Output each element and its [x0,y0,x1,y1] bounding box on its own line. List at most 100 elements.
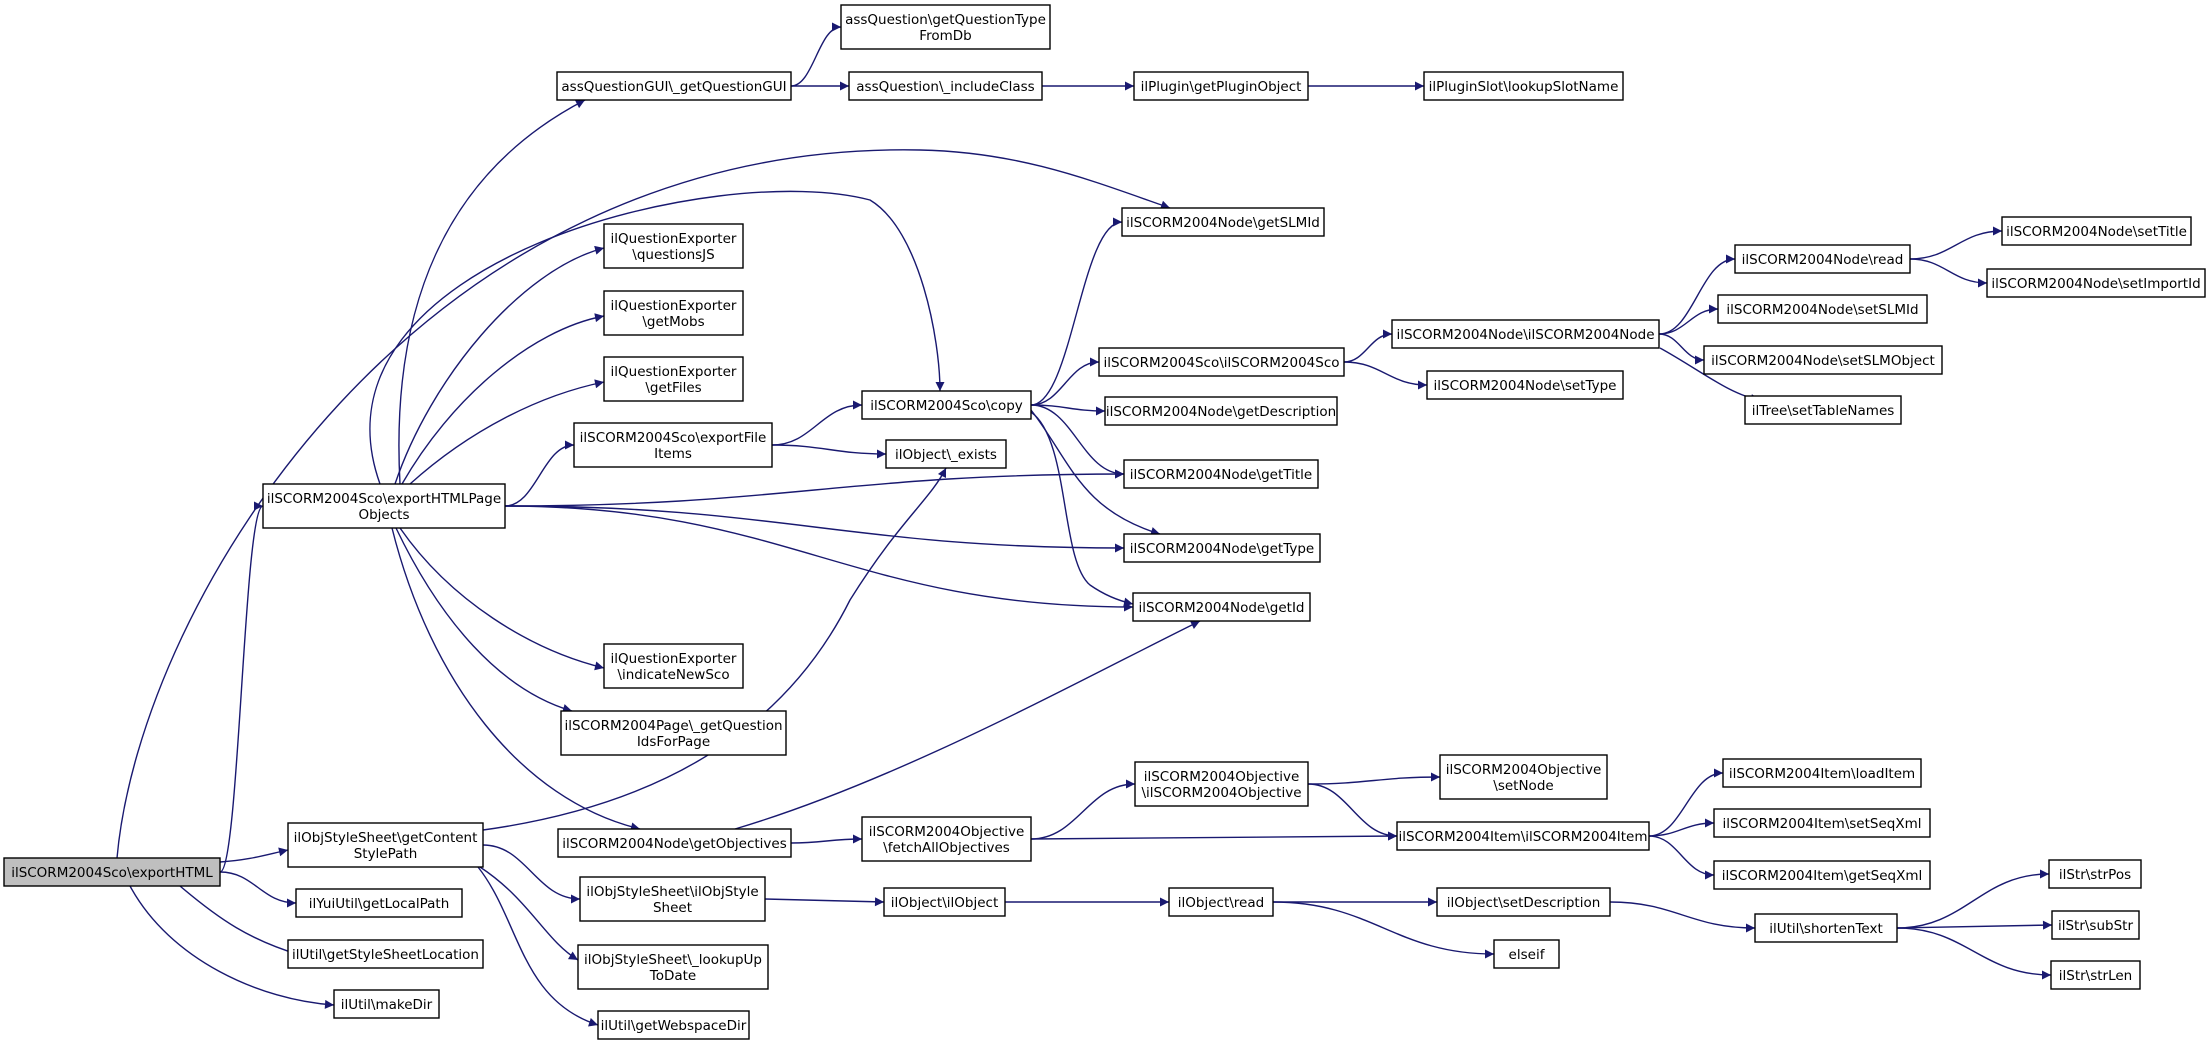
node-nodeGetId[interactable]: ilSCORM2004Node\getId [1132,592,1311,622]
edge-utilShortenText-to-strStrPos [1896,869,2050,929]
edge-scoCopy-to-nodeGetDescription [1030,404,1106,416]
node-label: ilSCORM2004Node\getDescription [1106,404,1336,420]
node-box [861,390,1032,420]
node-root[interactable]: ilSCORM2004Sco\exportHTML [3,857,221,887]
node-box [1717,294,1928,324]
node-box [1423,71,1624,101]
edge-expHTMLPageObjects-to-qeQuestionsJS [394,245,605,485]
edge-itemConstruct-to-itemLoadItem [1648,768,1724,837]
node-strStrPos[interactable]: ilStr\strPos [2048,859,2142,889]
edge-objectRead-to-elseif [1272,901,1495,959]
node-scoConstruct[interactable]: ilSCORM2004Sco\ilSCORM2004Sco [1098,347,1345,377]
node-nodeSetSLMId[interactable]: ilSCORM2004Node\setSLMId [1717,294,1928,324]
node-label: ilSCORM2004Sco\exportHTMLPage [267,491,501,507]
edge-nodeConstruct-to-nodeRead [1658,254,1736,335]
node-aqIncludeClass[interactable]: assQuestion\_includeClass [848,71,1043,101]
node-label: \fetchAllObjectives [883,840,1010,856]
node-label: assQuestion\getQuestionType [845,12,1046,28]
node-nodeSetSLMObject[interactable]: ilSCORM2004Node\setSLMObject [1703,345,1943,375]
node-qeQuestionsJS[interactable]: ilQuestionExporter\questionsJS [603,223,744,269]
node-label: \setNode [1493,778,1553,794]
node-objectRead[interactable]: ilObject\read [1168,887,1274,917]
node-box [1722,758,1922,788]
edge-expHTMLPageObjects-to-scoExportFileItems [504,440,575,507]
node-box [885,439,1007,469]
node-nodeGetType[interactable]: ilSCORM2004Node\getType [1123,533,1321,563]
node-nodeSetType[interactable]: ilSCORM2004Node\setType [1426,370,1624,400]
node-objFetchAllObjectives[interactable]: ilSCORM2004Objective\fetchAllObjectives [861,816,1032,862]
node-objectSetDescription[interactable]: ilObject\setDescription [1436,887,1611,917]
node-elseif[interactable]: elseif [1493,939,1560,969]
node-box [1493,939,1560,969]
node-box [848,71,1043,101]
node-label: ilQuestionExporter [611,364,737,380]
node-label: assQuestion\_includeClass [856,79,1034,95]
node-itemConstruct[interactable]: ilSCORM2004Item\ilSCORM2004Item [1396,821,1650,851]
node-getStyleSheetLocation[interactable]: ilUtil\getStyleSheetLocation [287,939,484,969]
node-strStrLen[interactable]: ilStr\strLen [2050,960,2141,990]
node-label: ilSCORM2004Item\getSeqXml [1722,868,1923,884]
node-nodeSetTitle[interactable]: ilSCORM2004Node\setTitle [2001,216,2192,246]
node-box [1134,761,1309,807]
node-box [1123,533,1321,563]
node-label: assQuestionGUI\_getQuestionGUI [561,79,786,95]
node-nodeGetTitle[interactable]: ilSCORM2004Node\getTitle [1123,459,1319,489]
node-nodeConstruct[interactable]: ilSCORM2004Node\ilSCORM2004Node [1391,319,1660,349]
node-label: ilObject\read [1178,895,1264,911]
node-box [2050,960,2141,990]
edge-getContentStylePath-to-objExists [482,467,947,831]
node-strSubStr[interactable]: ilStr\subStr [2051,910,2140,940]
edge-expHTMLPageObjects-to-qeGetFiles [409,379,605,485]
node-label: ilSCORM2004Sco\exportFile [580,430,767,446]
node-makeDir[interactable]: ilUtil\makeDir [333,989,440,1019]
node-objectiveSetNode[interactable]: ilSCORM2004Objective\setNode [1439,754,1608,800]
node-qeIndicateNewSco[interactable]: ilQuestionExporter\indicateNewSco [603,643,744,689]
node-utilShortenText[interactable]: ilUtil\shortenText [1754,913,1898,943]
node-nodeRead[interactable]: ilSCORM2004Node\read [1734,244,1911,274]
node-label: ilStr\strPos [2059,867,2131,883]
node-objectConstruct[interactable]: ilObject\ilObject [883,887,1006,917]
node-box [287,939,484,969]
node-nodeGetDescription[interactable]: ilSCORM2004Node\getDescription [1104,396,1338,426]
node-label: ilSCORM2004Item\setSeqXml [1722,816,1921,832]
node-box [1713,808,1931,838]
node-aqGuiGetQuestionGUI[interactable]: assQuestionGUI\_getQuestionGUI [556,71,792,101]
node-itemLoadItem[interactable]: ilSCORM2004Item\loadItem [1722,758,1922,788]
node-qeGetMobs[interactable]: ilQuestionExporter\getMobs [603,290,744,336]
node-ilPluginGetPluginObject[interactable]: ilPlugin\getPluginObject [1133,71,1309,101]
edge-ssConstruct-to-objectConstruct [764,897,885,907]
node-itemSetSeqXml[interactable]: ilSCORM2004Item\setSeqXml [1713,808,1931,838]
node-label: ilSCORM2004Node\setTitle [2006,224,2187,240]
node-label: ilSCORM2004Item\ilSCORM2004Item [1398,829,1647,845]
node-label: ilSCORM2004Node\setSLMId [1726,302,1918,318]
edge-scoCopy-to-nodeGetId [1030,411,1134,607]
node-label: ilUtil\makeDir [341,997,433,1013]
node-nodeGetSLMId[interactable]: ilSCORM2004Node\getSLMId [1121,207,1325,237]
node-qeGetFiles[interactable]: ilQuestionExporter\getFiles [603,356,744,402]
edge-root-to-makeDir [129,885,335,1009]
node-itemGetSeqXml[interactable]: ilSCORM2004Item\getSeqXml [1713,860,1931,890]
node-nodeSetImportId[interactable]: ilSCORM2004Node\setImportId [1986,268,2206,298]
node-objectiveConstruct[interactable]: ilSCORM2004Objective\ilSCORM2004Objectiv… [1134,761,1309,807]
edge-nodeRead-to-nodeSetImportId [1909,258,1988,288]
node-box [295,888,463,918]
node-scoCopy[interactable]: ilSCORM2004Sco\copy [861,390,1032,420]
node-label: ilUtil\getWebspaceDir [601,1018,747,1034]
node-utilGetWebspaceDir[interactable]: ilUtil\getWebspaceDir [597,1010,750,1040]
node-ssConstruct[interactable]: ilObjStyleSheet\ilObjStyleSheet [579,876,766,922]
node-label: ilSCORM2004Node\getId [1138,600,1304,616]
node-ilPluginSlotLookupSlotName[interactable]: ilPluginSlot\lookupSlotName [1423,71,1624,101]
node-objExists[interactable]: ilObject\_exists [885,439,1007,469]
node-box [861,816,1032,862]
node-yuiGetLocalPath[interactable]: ilYuiUtil\getLocalPath [295,888,463,918]
node-label: ilPlugin\getPluginObject [1141,79,1302,95]
node-treeSetTableNames[interactable]: ilTree\setTableNames [1744,395,1902,425]
node-nodeGetObjectives[interactable]: ilSCORM2004Node\getObjectives [557,828,792,858]
edge-expHTMLPageObjects-to-nodeGetId [504,505,1134,612]
